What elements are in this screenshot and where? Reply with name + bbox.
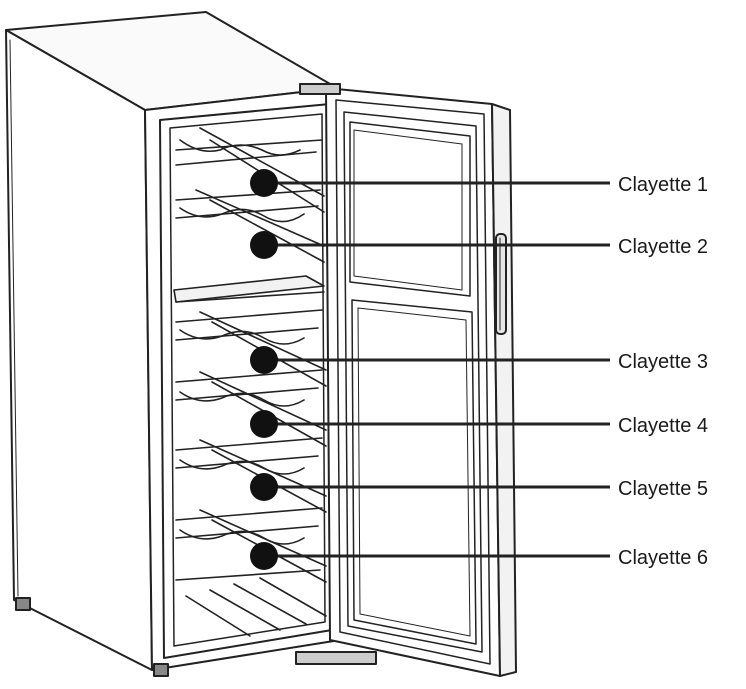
bottom-rack bbox=[175, 569, 327, 637]
door-handle bbox=[495, 233, 507, 335]
callout-marker bbox=[250, 346, 278, 374]
callout-label-4: Clayette 4 bbox=[618, 415, 709, 437]
shelf-rack-4 bbox=[175, 369, 327, 447]
callouts bbox=[250, 169, 610, 570]
callout-4 bbox=[250, 410, 610, 438]
shelf-racks bbox=[173, 127, 327, 637]
shelf-rack-5 bbox=[175, 437, 327, 513]
callout-marker bbox=[250, 231, 278, 259]
callout-5 bbox=[250, 473, 610, 501]
callout-3 bbox=[250, 346, 610, 374]
shelf-rack-6 bbox=[175, 507, 327, 583]
callout-label-1: Clayette 1 bbox=[618, 174, 709, 196]
callout-marker bbox=[250, 410, 278, 438]
open-door bbox=[325, 87, 501, 677]
cabinet-feet bbox=[15, 597, 169, 677]
shelf-drawer bbox=[173, 275, 325, 303]
callout-marker bbox=[250, 169, 278, 197]
shelf-rack-2 bbox=[175, 189, 325, 263]
callout-2 bbox=[250, 231, 610, 259]
callout-6 bbox=[250, 542, 610, 570]
callout-marker bbox=[250, 542, 278, 570]
callout-label-6: Clayette 6 bbox=[618, 547, 709, 569]
shelf-rack-3 bbox=[175, 309, 327, 387]
callout-label-2: Clayette 2 bbox=[618, 236, 709, 258]
callout-marker bbox=[250, 473, 278, 501]
callout-label-3: Clayette 3 bbox=[618, 351, 709, 373]
cabinet-body bbox=[5, 11, 341, 671]
shelf-rack-1 bbox=[175, 127, 325, 213]
door-hinges bbox=[295, 83, 377, 665]
callout-1 bbox=[250, 169, 610, 197]
callout-label-5: Clayette 5 bbox=[618, 478, 709, 500]
